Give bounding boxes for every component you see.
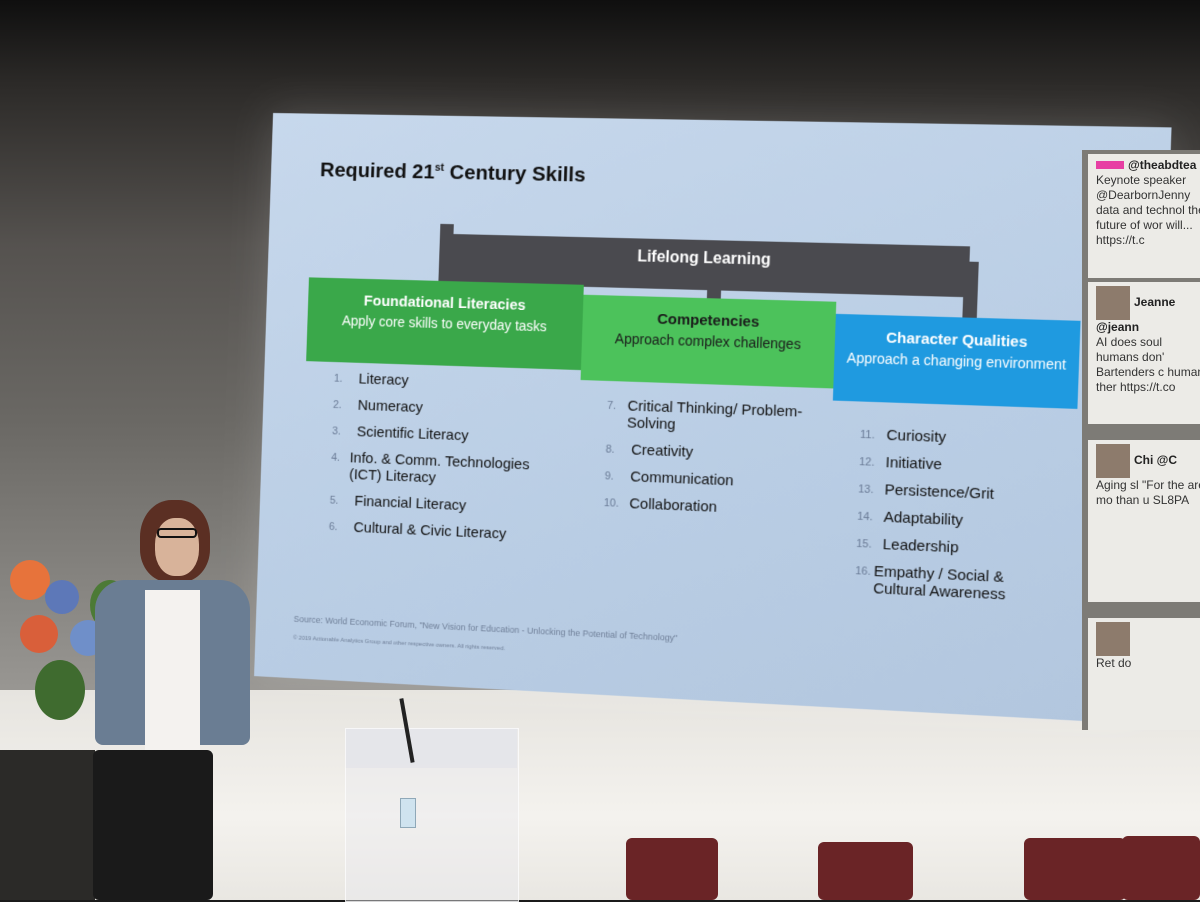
list-item: 12.Initiative: [859, 453, 1065, 478]
flower: [20, 615, 58, 653]
tweet-card: Chi @C Aging sl "For the are mo than u S…: [1088, 440, 1200, 602]
foliage: [35, 660, 85, 720]
list-item: 1.Literacy: [334, 370, 556, 394]
competencies-box: Competencies Approach complex challenges: [581, 295, 837, 389]
flower: [10, 560, 50, 600]
list-item: 4.Info. & Comm. Technologies (ICT) Liter…: [330, 449, 552, 491]
list-item: 16.Empathy / Social & Cultural Awareness: [854, 562, 1061, 606]
flower-pot: [0, 750, 95, 900]
podium: [345, 728, 519, 902]
list-item: 2.Numeracy: [333, 396, 555, 421]
avatar: [1096, 161, 1124, 169]
chair: [818, 842, 913, 900]
list-item: 3.Scientific Literacy: [332, 423, 554, 448]
chair: [626, 838, 718, 900]
slide-title: Required 21st Century Skills: [320, 159, 586, 188]
list-item: 15.Leadership: [856, 535, 1062, 561]
speaker-person: [85, 500, 260, 900]
slide-copyright: © 2019 Actionable Analytics Group and ot…: [293, 635, 505, 652]
foundational-list: 1.Literacy 2.Numeracy 3.Scientific Liter…: [328, 370, 555, 554]
list-item: 5.Financial Literacy: [330, 492, 551, 518]
list-item: 6.Cultural & Civic Literacy: [329, 518, 550, 544]
flower: [45, 580, 79, 614]
avatar: [1096, 286, 1130, 320]
list-item: 10.Collaboration: [604, 494, 803, 519]
water-bottle: [400, 798, 416, 828]
chair: [1024, 838, 1126, 900]
character-list: 11.Curiosity 12.Initiative 13.Persistenc…: [854, 426, 1066, 616]
projected-slide: Required 21st Century Skills Lifelong Le…: [254, 113, 1171, 725]
avatar: [1096, 444, 1130, 478]
tweet-card: Ret do: [1088, 618, 1200, 730]
list-item: 11.Curiosity: [860, 426, 1066, 451]
tweet-card: Jeanne @jeann AI does soul humans don' B…: [1088, 282, 1200, 424]
glasses-icon: [157, 528, 197, 538]
chair: [1122, 836, 1200, 900]
white-shirt: [145, 590, 200, 760]
twitter-feed-panel: @theabdtea Keynote speaker @DearbornJenn…: [1082, 150, 1200, 730]
list-item: 9.Communication: [604, 467, 804, 492]
foundational-literacies-box: Foundational Literacies Apply core skill…: [306, 277, 584, 370]
list-item: 7.Critical Thinking/ Problem-Solving: [606, 397, 806, 438]
speaker-face: [155, 518, 199, 576]
list-item: 14.Adaptability: [857, 508, 1063, 534]
character-qualities-box: Character Qualities Approach a changing …: [833, 314, 1081, 409]
leather-pants: [93, 750, 213, 900]
tweet-card: @theabdtea Keynote speaker @DearbornJenn…: [1088, 154, 1200, 278]
competencies-list: 7.Critical Thinking/ Problem-Solving 8.C…: [603, 397, 806, 530]
list-item: 13.Persistence/Grit: [858, 480, 1064, 505]
avatar: [1096, 622, 1130, 656]
list-item: 8.Creativity: [605, 441, 805, 466]
